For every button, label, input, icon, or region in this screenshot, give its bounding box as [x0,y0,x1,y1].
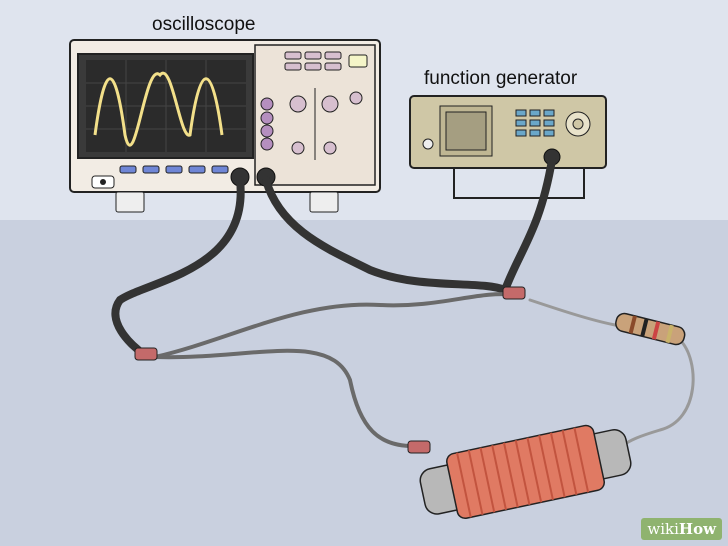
clip-coil [407,440,431,454]
inductor-coil [419,424,632,520]
clip-right [502,286,526,300]
softkeys [119,165,229,174]
function-generator-label: function generator [424,68,578,89]
oscilloscope [69,39,381,213]
wikihow-watermark: wikiHow [641,518,722,540]
cables [111,156,695,448]
resistor [615,312,686,346]
clip-left [134,347,158,361]
waveform [93,71,224,147]
function-generator [409,95,607,199]
oscilloscope-label: oscilloscope [152,14,256,35]
